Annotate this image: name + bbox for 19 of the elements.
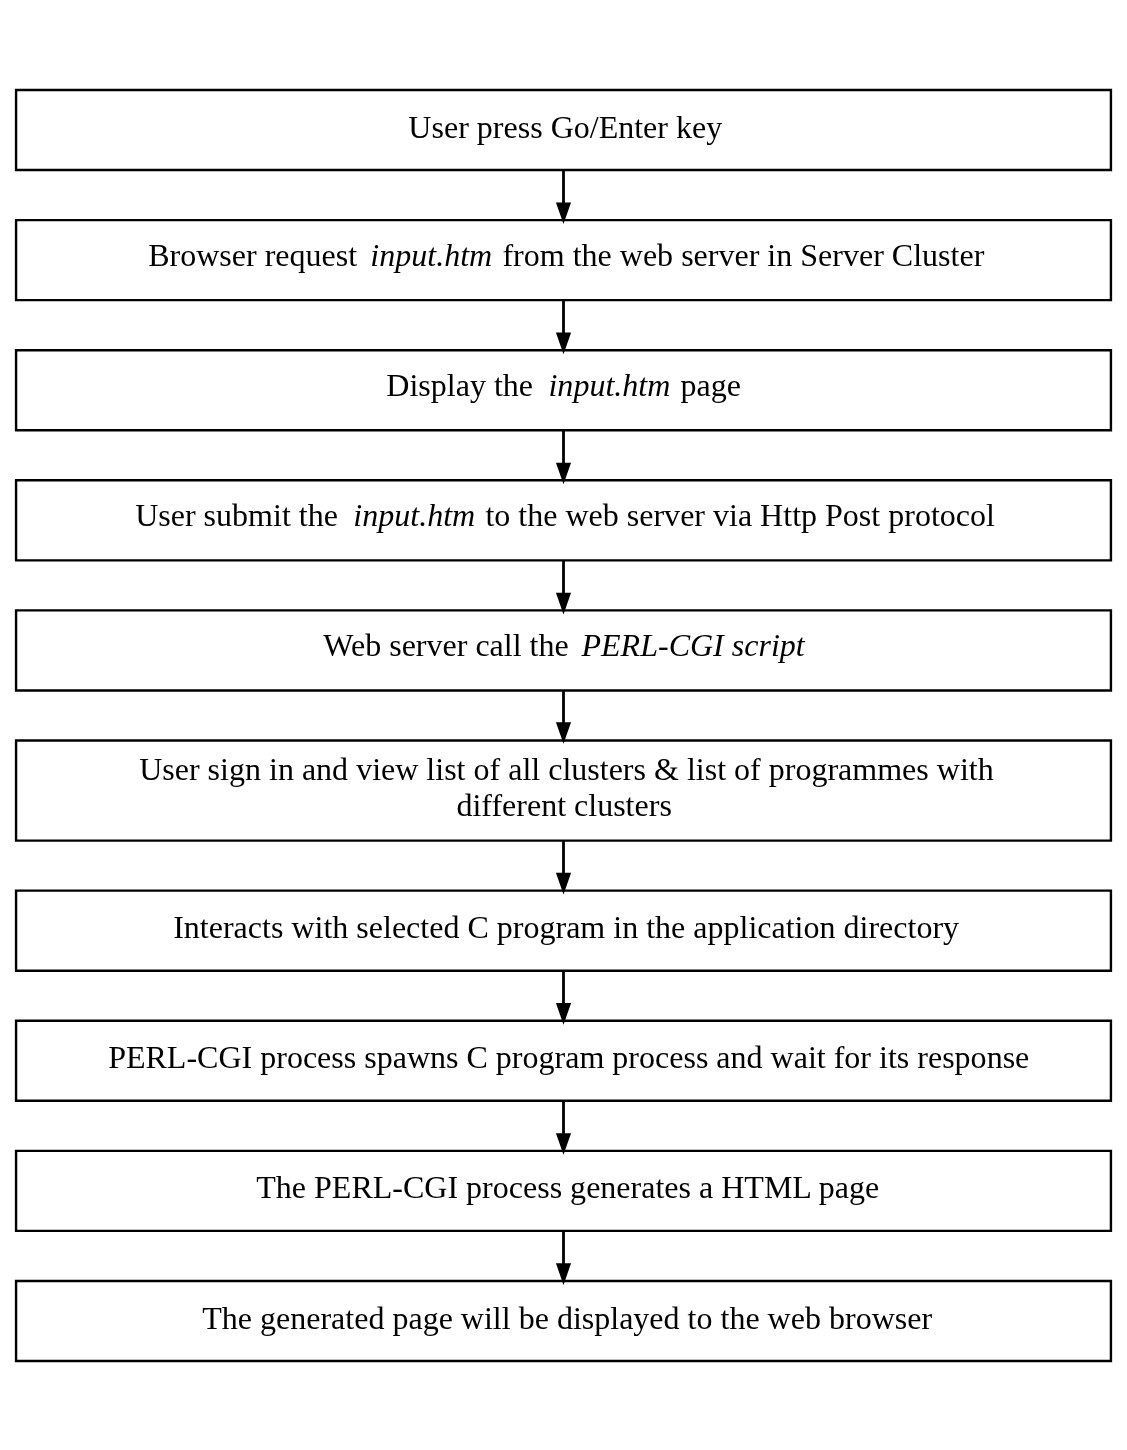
node-box: User submit the input.htm to the web server via Http Post protocol [14, 478, 1113, 562]
node-box: Display the input.htm page [14, 348, 1113, 431]
node-box: The PERL-CGI process generates a HTML page [14, 1149, 1113, 1232]
node-box: User sign in and view list of all clusters & list of programmes with different clusters [14, 738, 1113, 842]
arrow [555, 1100, 572, 1155]
arrow [555, 970, 572, 1025]
arrow [555, 560, 572, 614]
node-box: Web server call the PERL-CGI script [14, 608, 1113, 692]
arrow [555, 170, 572, 224]
node-box: Browser request input.htm from the web server in Server Cluster [14, 218, 1113, 301]
arrow [555, 840, 572, 894]
arrow [555, 1230, 572, 1285]
arrow [555, 430, 572, 484]
node-box: Interacts with selected C program in the application directory [14, 888, 1113, 972]
arrow [555, 300, 572, 354]
node-box: PERL-CGI process spawns C program process and wait for its response [14, 1019, 1113, 1102]
node-box: The generated page will be displayed to the web browser [14, 1279, 1113, 1362]
node-box: User press Go/Enter key [14, 88, 1113, 171]
arrow [555, 690, 572, 744]
